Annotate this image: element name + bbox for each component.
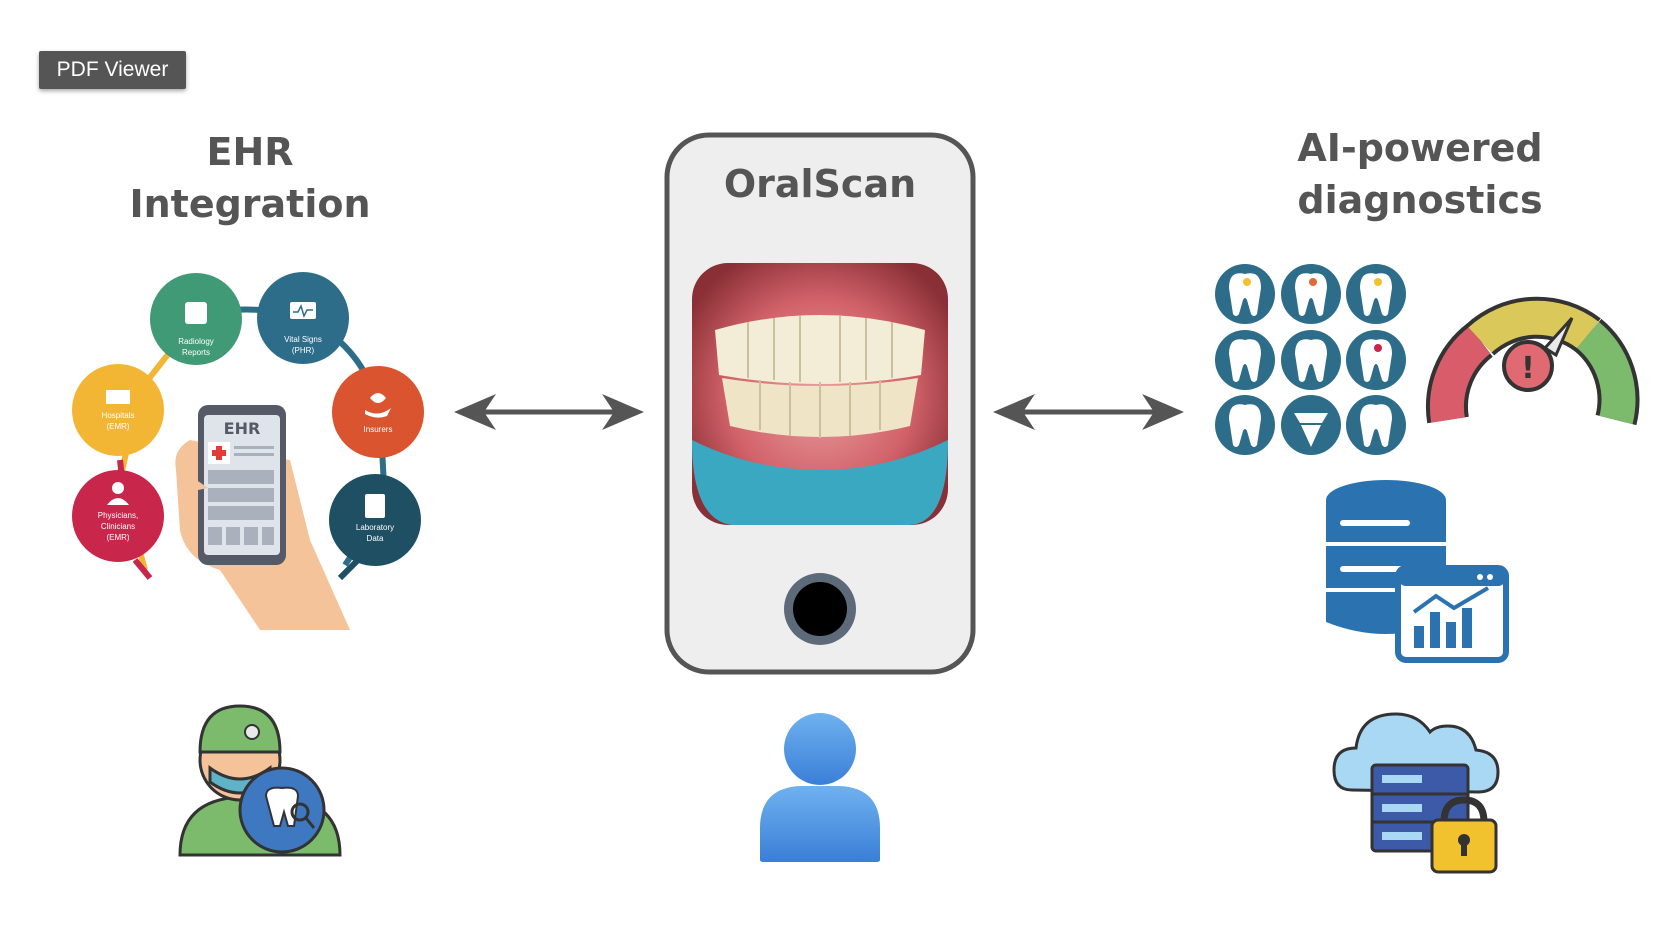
ehr-circle-insurers: Insurers bbox=[332, 366, 424, 458]
oralscan-title: OralScan bbox=[723, 162, 917, 206]
ehr-circle-physicians: Physicians, Clinicians (EMR) bbox=[72, 470, 164, 562]
laboratory-label-2: Data bbox=[367, 534, 384, 543]
user-icon bbox=[760, 713, 880, 862]
ehr-integration-heading: EHR Integration bbox=[110, 126, 390, 230]
physicians-label-3: (EMR) bbox=[106, 533, 129, 542]
radiology-label: Radiology bbox=[178, 337, 214, 346]
ai-heading-line2: diagnostics bbox=[1297, 178, 1543, 222]
ehr-heading-line2: Integration bbox=[129, 182, 371, 226]
vital-signs-label: Vital Signs bbox=[284, 335, 322, 344]
physicians-label-2: Clinicians bbox=[101, 522, 135, 531]
tooth-icon bbox=[1281, 330, 1341, 390]
right-double-arrow bbox=[993, 394, 1184, 430]
ehr-circle-hospitals: Hospitals (EMR) bbox=[72, 364, 164, 456]
tooth-icon bbox=[1215, 395, 1275, 455]
oralscan-phone bbox=[664, 132, 976, 675]
teeth-grid-icon bbox=[1215, 264, 1406, 455]
tooth-icon bbox=[1346, 395, 1406, 455]
radiology-label-2: Reports bbox=[182, 348, 210, 357]
hospitals-label: Hospitals bbox=[102, 411, 135, 420]
mouth-photo bbox=[692, 263, 948, 525]
database-chart-icon bbox=[1326, 480, 1509, 663]
ehr-ring: Radiology Reports Vital Signs (PHR) Insu… bbox=[72, 272, 424, 581]
left-double-arrow bbox=[454, 394, 644, 430]
svg-text:!: ! bbox=[1521, 351, 1535, 386]
pdf-viewer-tooltip: PDF Viewer bbox=[39, 51, 186, 89]
tooth-icon bbox=[1346, 330, 1406, 390]
cloud-server-lock-icon bbox=[1332, 712, 1500, 874]
tooth-icon bbox=[1215, 264, 1275, 324]
dentist-icon bbox=[178, 704, 342, 857]
vital-signs-label-2: (PHR) bbox=[292, 346, 315, 355]
insurers-label: Insurers bbox=[364, 425, 393, 434]
phone-ehr-label: EHR bbox=[224, 419, 261, 438]
ehr-circle-radiology: Radiology Reports bbox=[150, 273, 242, 365]
ai-heading-line1: AI-powered bbox=[1297, 126, 1543, 170]
tooth-icon bbox=[1281, 395, 1341, 455]
physicians-label: Physicians, bbox=[98, 511, 138, 520]
ehr-heading-line1: EHR bbox=[206, 130, 294, 174]
tooth-icon bbox=[1215, 330, 1275, 390]
tooth-icon bbox=[1281, 264, 1341, 324]
ehr-circle-laboratory: Laboratory Data bbox=[329, 474, 421, 566]
hand-phone-icon: EHR bbox=[175, 405, 350, 630]
tooth-icon bbox=[1346, 264, 1406, 324]
ai-diagnostics-heading: AI-powered diagnostics bbox=[1270, 122, 1570, 226]
risk-gauge-icon: ! bbox=[1425, 296, 1640, 426]
hospitals-label-2: (EMR) bbox=[106, 422, 129, 431]
ehr-circle-vital-signs: Vital Signs (PHR) bbox=[257, 272, 349, 364]
laboratory-label: Laboratory bbox=[356, 523, 394, 532]
